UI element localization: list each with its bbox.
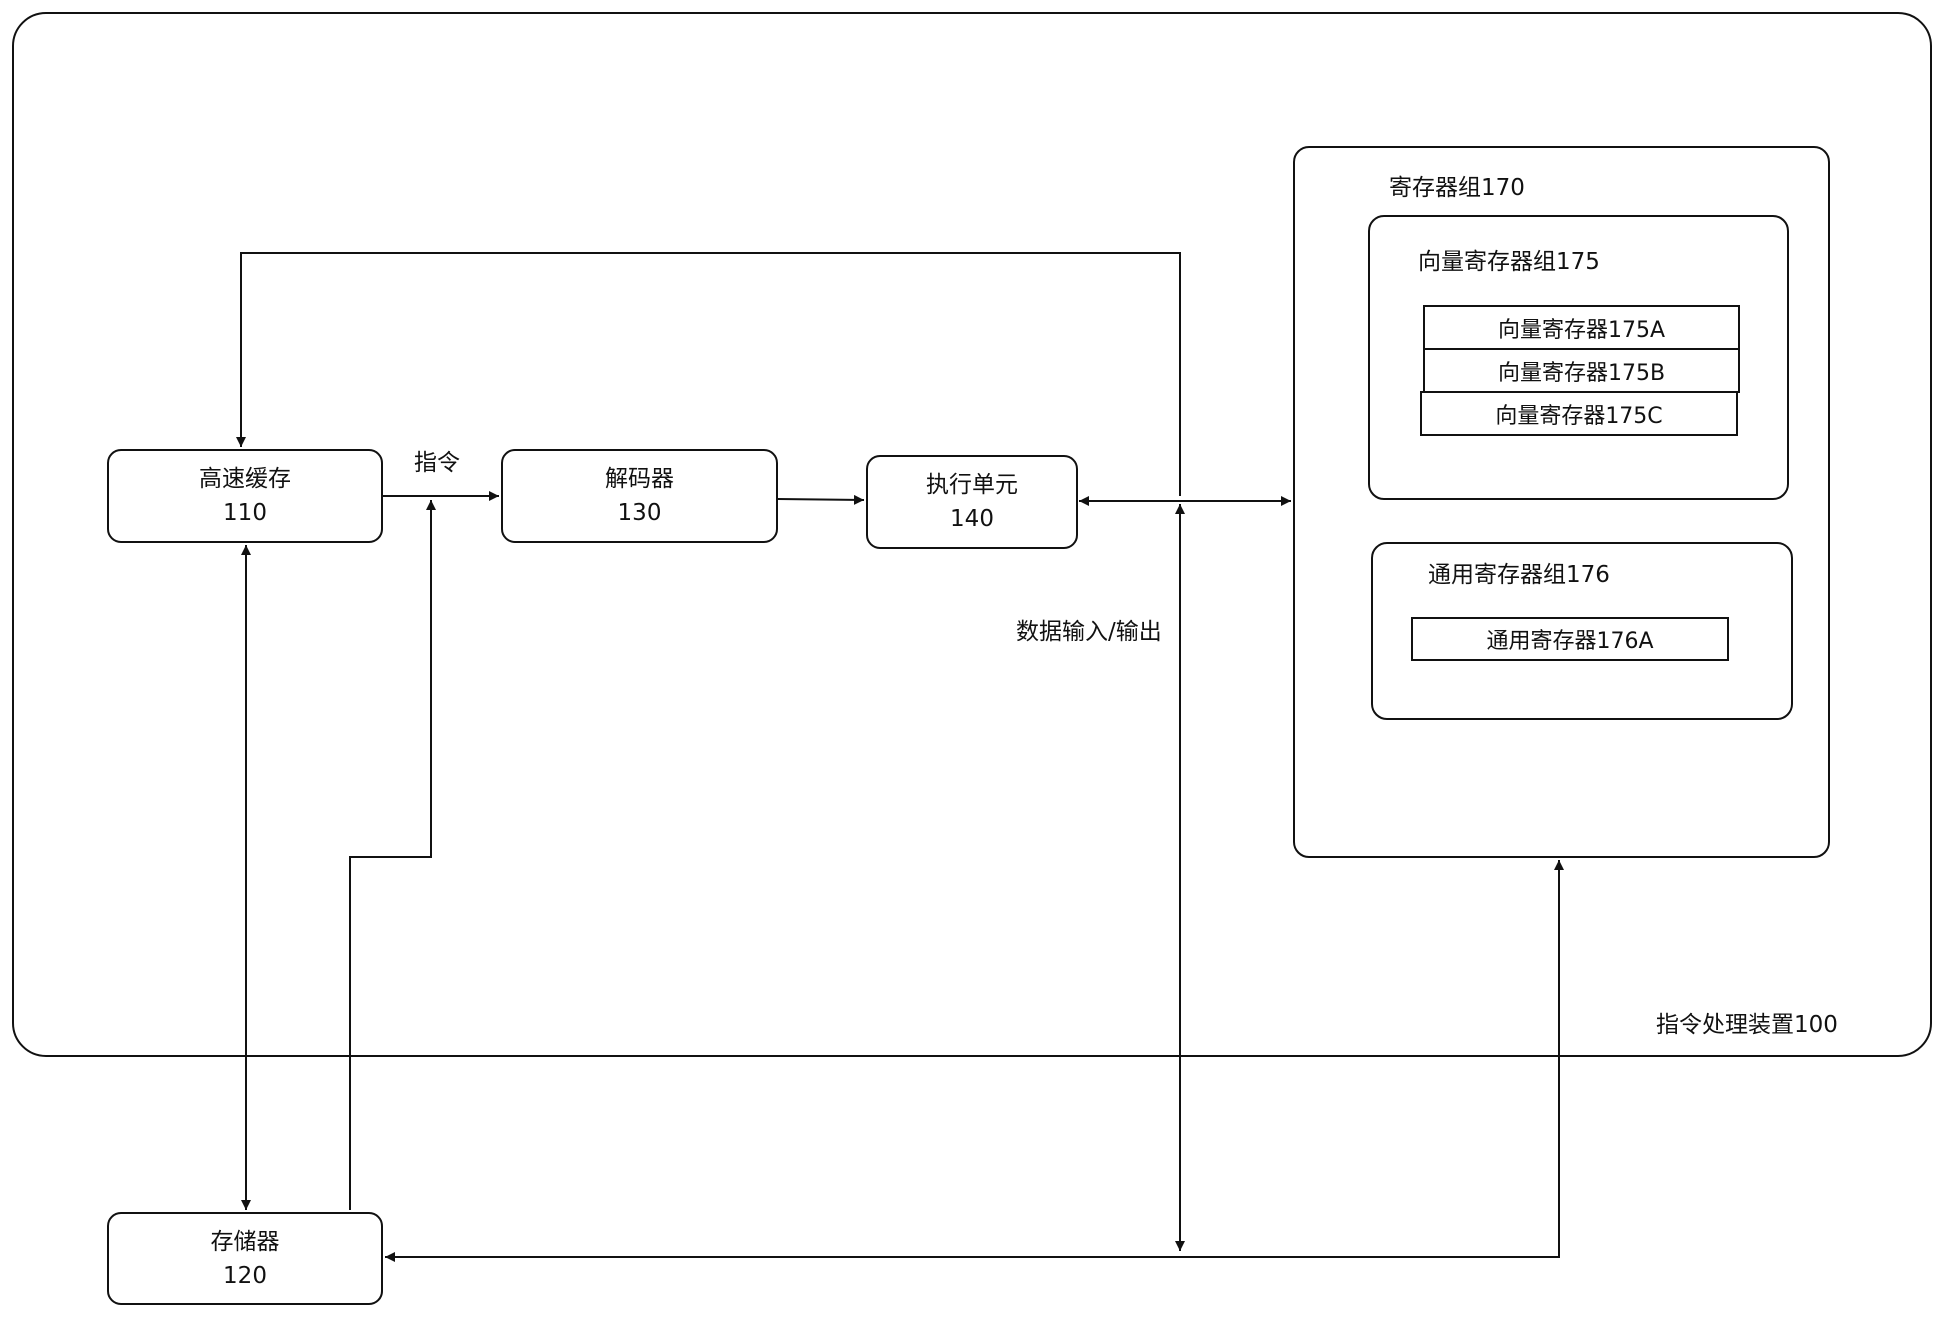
memory-name: 存储器 [210,1228,280,1255]
register-group-label: 寄存器组170 [1389,175,1525,201]
execution-unit-node[interactable]: 执行单元 140 [866,455,1078,549]
data-io-edge-label: 数据输入/输出 [1016,619,1162,645]
vector-register-c[interactable]: 向量寄存器175C [1420,391,1738,436]
edge-memory-to-instruction [349,500,436,1210]
device-label: 指令处理装置100 [1656,1012,1838,1038]
decoder-name: 解码器 [605,466,674,492]
cache-node[interactable]: 高速缓存 110 [107,449,383,543]
general-register-group-label: 通用寄存器组176 [1428,562,1610,588]
cache-id: 110 [223,500,267,526]
vector-register-group[interactable] [1368,215,1789,500]
memory-node[interactable]: 存储器 120 [107,1212,383,1305]
edge-bottom-loop-memory [385,860,1560,1262]
edge-decoder-to-exec [777,494,865,505]
cache-name: 高速缓存 [199,466,291,492]
instruction-processing-device-container [12,12,1932,1057]
general-register-a[interactable]: 通用寄存器176A [1411,617,1729,661]
memory-id: 120 [223,1262,267,1289]
vector-register-a[interactable]: 向量寄存器175A [1423,305,1740,350]
decoder-node[interactable]: 解码器 130 [501,449,778,543]
vector-register-b[interactable]: 向量寄存器175B [1423,348,1740,393]
vector-register-group-label: 向量寄存器组175 [1418,249,1600,275]
instruction-edge-label: 指令 [414,450,460,476]
execution-unit-name: 执行单元 [926,472,1018,498]
edge-bus-to-cache [236,252,1181,496]
general-register-group[interactable] [1371,542,1793,720]
register-group[interactable] [1293,146,1830,858]
decoder-id: 130 [617,500,662,526]
execution-unit-id: 140 [950,506,994,532]
